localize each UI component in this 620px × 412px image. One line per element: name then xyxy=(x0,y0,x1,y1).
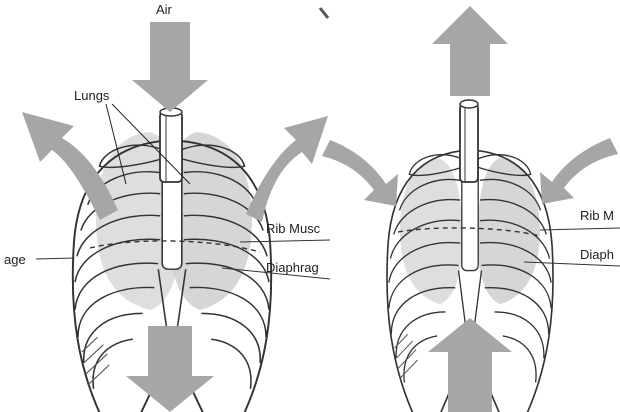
air-out-arrow xyxy=(432,6,508,96)
air-label: Air xyxy=(156,2,173,17)
rib-in-arrow-left xyxy=(322,140,398,206)
trachea xyxy=(460,104,478,182)
rib-in-arrow-right xyxy=(540,138,618,204)
inhalation-panel: Air Lungs Rib Musc Diaphrag age xyxy=(4,2,330,412)
diaphragm-down-arrow xyxy=(126,326,214,412)
diaphragm-label-left: age xyxy=(4,252,26,267)
diaphragm-up-arrow xyxy=(428,318,512,412)
lungs-label: Lungs xyxy=(74,88,110,103)
exhalation-panel: Rib M Diaph xyxy=(322,6,620,412)
trachea xyxy=(160,112,182,182)
rib-muscles-label: Rib Musc xyxy=(266,221,321,236)
rib-out-arrow-right xyxy=(246,116,328,222)
rib-muscles-label: Rib M xyxy=(580,208,614,223)
air-in-arrow xyxy=(132,22,208,112)
diaphragm-label-right: Diaph xyxy=(580,247,614,262)
diaphragm-label-right: Diaphrag xyxy=(266,260,319,275)
